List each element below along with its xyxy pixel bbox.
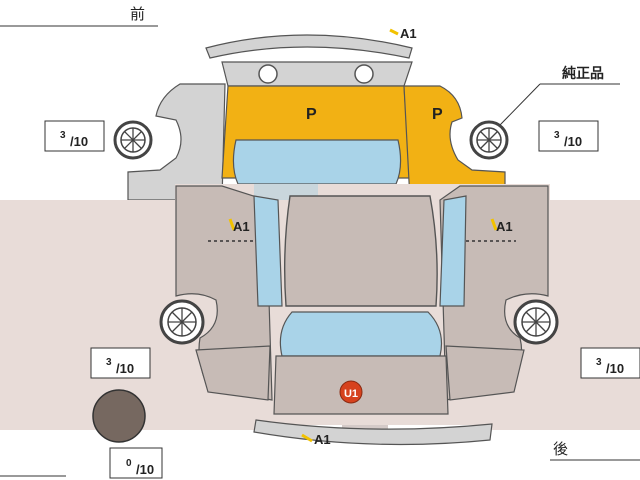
rear-hatch-panel	[273, 355, 449, 415]
rear-left-quarter-lower	[195, 345, 271, 401]
front-right-fender	[403, 85, 506, 201]
svg-text:3: 3	[596, 357, 602, 368]
p-marker-hood: P	[306, 106, 317, 123]
front-left-fender	[127, 83, 226, 201]
front-bumper	[205, 34, 413, 59]
spare-tire	[92, 389, 146, 443]
svg-text:/10: /10	[606, 361, 624, 376]
front-right-tire	[469, 120, 509, 160]
front-right-headlamp	[354, 64, 374, 84]
genuine-leader-line	[499, 83, 541, 126]
svg-text:0: 0	[126, 458, 132, 469]
a1-marker-right-tick	[490, 218, 498, 231]
tire-rating-front-left: 3 /10	[44, 120, 105, 152]
genuine-part-label: 純正品	[562, 65, 604, 82]
svg-text:3: 3	[60, 130, 66, 141]
rear-right-quarter-lower	[445, 345, 525, 401]
rear-window	[279, 311, 443, 357]
a1-marker-left-tick	[228, 218, 236, 231]
rear-bumper	[253, 419, 493, 446]
front-left-tire	[113, 120, 153, 160]
svg-text:3: 3	[554, 130, 560, 141]
windshield	[232, 139, 402, 185]
svg-text:/10: /10	[564, 134, 582, 149]
tire-rating-rear-right: 3 /10	[580, 347, 640, 379]
svg-text:/10: /10	[70, 134, 88, 149]
tire-rating-spare: 0 /10	[109, 447, 163, 479]
a1-marker-rear-bumper: A1	[314, 432, 331, 447]
rear-left-tire	[159, 299, 205, 345]
a1-marker-front-bumper: A1	[400, 26, 417, 41]
front-face	[221, 61, 413, 87]
svg-text:/10: /10	[116, 361, 134, 376]
u1-marker-badge	[339, 380, 363, 404]
front-label: 前	[130, 5, 145, 23]
p-marker-right-fender: P	[432, 106, 443, 123]
u1-marker-label: U1	[344, 388, 358, 400]
a1-marker-right-side: A1	[496, 219, 513, 234]
a1-marker-front-tick	[389, 28, 399, 36]
front-left-headlamp	[258, 64, 278, 84]
svg-text:3: 3	[106, 357, 112, 368]
rear-right-tire	[513, 299, 559, 345]
a1-marker-rear-tick	[301, 433, 313, 443]
roof-panel	[283, 195, 438, 307]
a1-marker-left-side: A1	[233, 219, 250, 234]
right-side-window	[439, 195, 467, 307]
left-side-window	[253, 195, 283, 307]
svg-text:/10: /10	[136, 462, 154, 477]
tire-rating-front-right: 3 /10	[538, 120, 599, 152]
overlay-background-rear-strip-right	[492, 424, 640, 430]
rear-label: 後	[553, 440, 568, 458]
tire-rating-rear-left: 3 /10	[90, 347, 151, 379]
